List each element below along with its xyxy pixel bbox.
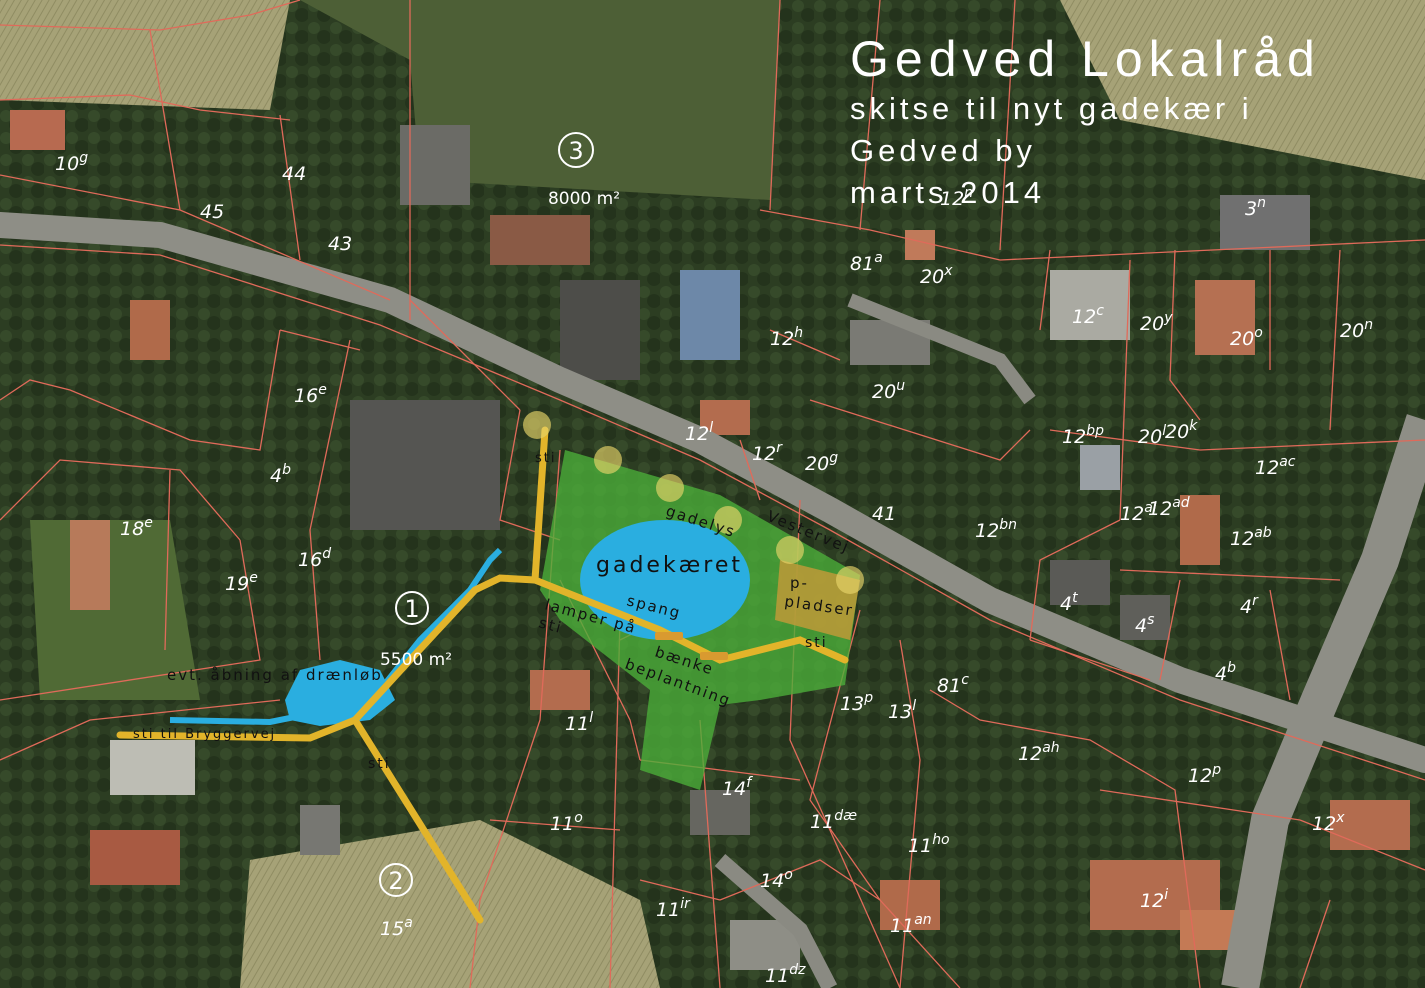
- area-number-2: 2: [388, 867, 403, 895]
- area-marker-3: 3 8000 m²: [548, 132, 620, 209]
- parcel-number: 19e: [225, 570, 258, 595]
- area-size-3: 8000 m²: [548, 189, 620, 209]
- parcel-number: 44: [282, 163, 306, 185]
- parcel-number: 20u: [872, 378, 905, 403]
- parcel-number: 12l: [685, 420, 713, 445]
- label-path-to: sti til Bryggervej: [133, 727, 276, 742]
- parcel-number: 20k: [1165, 418, 1198, 443]
- label-path-south: sti: [368, 756, 391, 772]
- label-pond: gadekæret: [596, 553, 743, 578]
- parcel-number: 14f: [722, 775, 753, 800]
- parcel-number: 45: [200, 201, 224, 223]
- parcel-number: 12x: [1312, 810, 1345, 835]
- parcel-number: 20x: [920, 263, 953, 288]
- parcel-number: 12n: [940, 185, 973, 210]
- road-side-north: [847, 293, 1036, 405]
- parcel-number: 4r: [1240, 593, 1259, 618]
- parcel-number: 4s: [1135, 612, 1154, 637]
- label-drain-opening: evt. åbning af drænløb: [167, 666, 383, 684]
- parcel-number: 12r: [752, 440, 783, 465]
- parcel-number: 20n: [1340, 317, 1373, 342]
- parcel-number: 13p: [840, 690, 873, 715]
- parcel-number: 20l: [1138, 423, 1166, 448]
- area-number-1: 1: [404, 595, 419, 623]
- parcel-number: 81a: [850, 250, 883, 275]
- buildings: [10, 110, 1410, 970]
- parcel-number: 11an: [890, 912, 932, 937]
- parcel-number: 11ir: [656, 896, 691, 921]
- parcel-number: 12c: [1072, 303, 1104, 328]
- parcel-number: 4t: [1060, 590, 1078, 615]
- parcel-numbers: 10g45444318e19e16d16e4b11l11o15a12h12l12…: [55, 150, 1373, 987]
- label-path-north: sti: [535, 451, 556, 466]
- parcel-number: 41: [872, 503, 896, 525]
- parcel-number: 12ad: [1148, 495, 1190, 520]
- parcel-number: 11ho: [908, 832, 950, 857]
- parcel-number: 12bn: [975, 517, 1017, 542]
- field-bottom: [240, 820, 660, 988]
- label-parking-1: p-: [790, 574, 809, 592]
- label-lamps-2: sti: [537, 613, 565, 637]
- parcel-number: 11l: [565, 710, 593, 735]
- area-marker-1: 1 5500 m²: [380, 591, 452, 670]
- parcel-number: 12h: [770, 325, 803, 350]
- parcel-number: 20g: [805, 450, 838, 475]
- parcel-number: 12p: [1188, 762, 1221, 787]
- parcel-number: 16d: [298, 546, 331, 571]
- parcel-number: 13l: [888, 698, 916, 723]
- parcel-number: 12bp: [1062, 423, 1104, 448]
- road-side-south: [714, 853, 838, 988]
- parcel-number: 11dæ: [810, 808, 857, 833]
- area-size-1: 5500 m²: [380, 650, 452, 670]
- area-marker-2: 2: [379, 863, 413, 897]
- parcel-number: 4b: [270, 462, 291, 487]
- parcel-number: 3n: [1245, 195, 1266, 220]
- parcel-number: 81c: [937, 672, 969, 697]
- parcel-number: 11o: [550, 810, 583, 835]
- benches: [655, 632, 728, 660]
- pond: [580, 520, 750, 640]
- field-top-left: [0, 0, 290, 110]
- parcel-number: 12ac: [1255, 454, 1296, 479]
- area-number-3: 3: [568, 137, 583, 165]
- parcel-number: 12ab: [1230, 525, 1272, 550]
- parcel-number: 15a: [380, 915, 413, 940]
- street-lights: [523, 411, 864, 594]
- parcel-number: 12al: [1120, 500, 1157, 525]
- road-vestervej: [0, 212, 1425, 773]
- parcel-number: 20y: [1140, 310, 1173, 335]
- parcel-number: 12ah: [1018, 740, 1060, 765]
- label-path-east: sti: [805, 635, 828, 651]
- field-top-right: [1060, 0, 1425, 180]
- road-main-east: [1221, 414, 1425, 988]
- parcel-number: 18e: [120, 515, 153, 540]
- parcel-number: 20o: [1230, 325, 1263, 350]
- parcel-number: 12i: [1140, 887, 1168, 912]
- parcel-number: 43: [328, 233, 352, 255]
- parcel-number: 14o: [760, 867, 793, 892]
- parcel-number: 11dz: [765, 962, 806, 987]
- drain-channel: [169, 547, 503, 726]
- parcel-number: 4b: [1215, 660, 1236, 685]
- parcel-number: 10g: [55, 150, 88, 175]
- parcel-number: 16e: [294, 382, 327, 407]
